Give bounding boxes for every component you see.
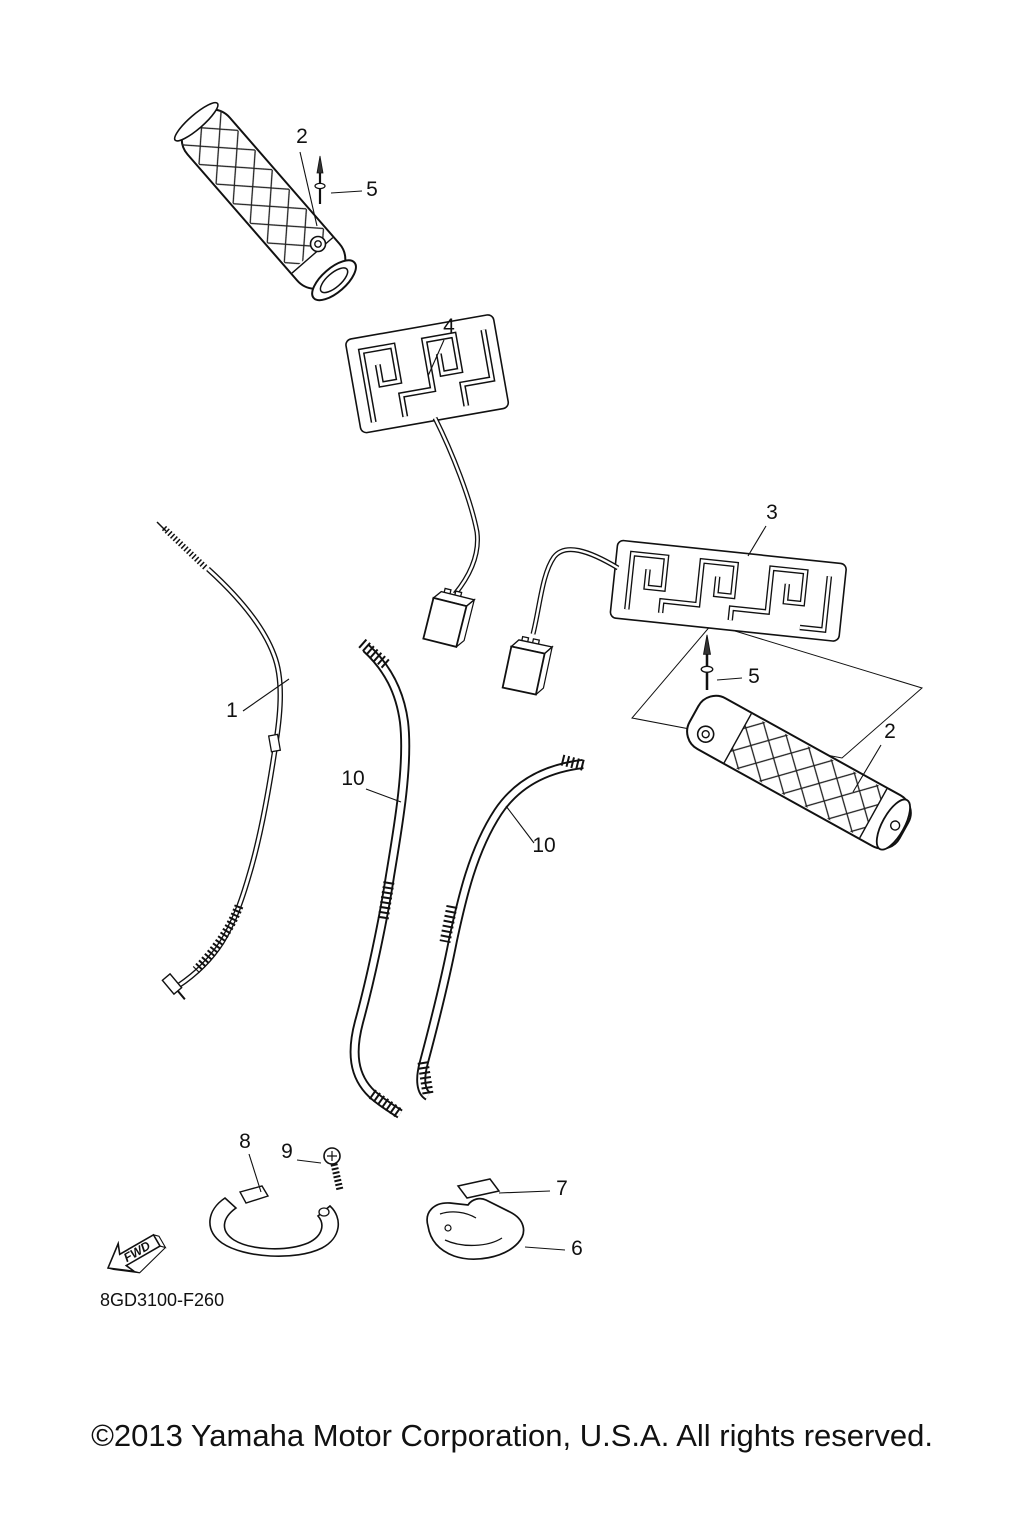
copyright-text: ©2013 Yamaha Motor Corporation, U.S.A. A…: [91, 1418, 933, 1453]
heater-connector-right: [501, 635, 554, 696]
throttle-cable: [156, 521, 280, 1000]
callout-2-left: 2: [296, 125, 308, 148]
callout-7: 7: [556, 1177, 568, 1200]
part-code: 8GD3100-F260: [100, 1290, 224, 1310]
retainer-bracket: [209, 1185, 339, 1257]
fwd-arrow: FWD: [106, 1233, 167, 1274]
callout-4: 4: [443, 315, 455, 338]
handlebar-tube-right: [421, 754, 586, 1096]
grip-right: [686, 694, 912, 851]
lever-cap: [456, 1178, 501, 1199]
grip-left-pin-hole: [309, 235, 327, 253]
fwd-label: FWD: [121, 1239, 153, 1265]
heater-connector-left: [422, 587, 476, 648]
callout-9: 9: [281, 1140, 293, 1163]
callout-10-left: 10: [341, 767, 364, 790]
callout-10-right: 10: [532, 834, 555, 857]
grip-pin-left: [314, 155, 326, 204]
heater-wire-right: [530, 547, 620, 635]
grip-pin-right: [700, 634, 714, 690]
callout-2-right: 2: [884, 720, 896, 743]
grip-left: [173, 101, 357, 302]
heater-element-left: [345, 314, 510, 434]
leader-lines: [242, 151, 882, 1251]
retainer-screw: [323, 1147, 344, 1191]
callout-5-right: 5: [748, 665, 760, 688]
callout-5-left: 5: [366, 178, 378, 201]
callout-8: 8: [239, 1130, 251, 1153]
callout-1: 1: [226, 699, 238, 722]
heater-sheet-outline: [631, 623, 924, 759]
heater-element-right: [609, 539, 847, 642]
callout-3: 3: [766, 501, 778, 524]
lever-housing: [426, 1197, 525, 1260]
grip-right-pin-hole: [696, 725, 715, 743]
callout-6: 6: [571, 1237, 583, 1260]
handlebar-tube-left: [355, 638, 406, 1114]
